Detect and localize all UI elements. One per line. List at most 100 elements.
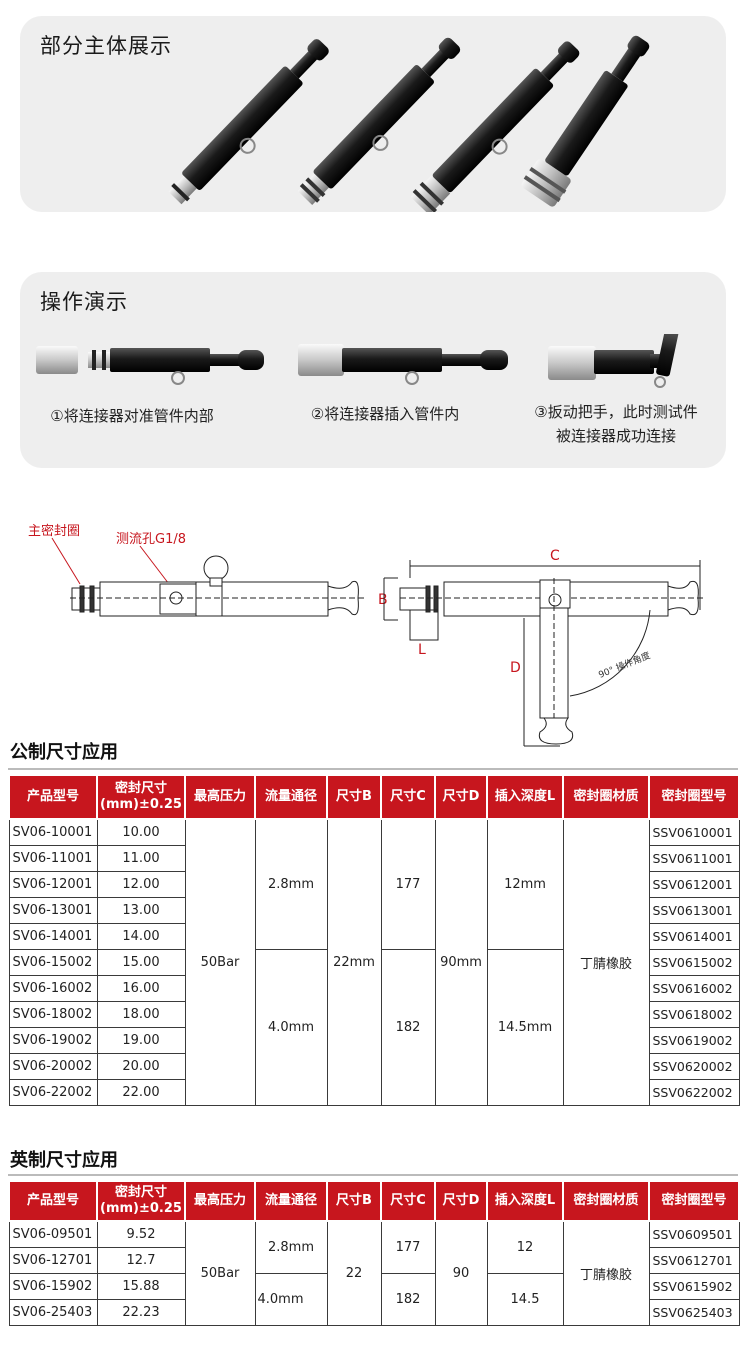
cell-size: 14.00	[96, 922, 186, 950]
table-row: SV06-09501 9.52 50Bar 2.8mm 22 177 90 12…	[8, 1220, 740, 1326]
header-seal-size-line2: (mm)±0.25	[100, 797, 182, 812]
showcase-title: 部分主体展示	[40, 34, 172, 58]
cell-material: 丁腈橡胶	[562, 1220, 650, 1326]
angle-label: 90° 操作角度	[597, 649, 652, 681]
cell-dim-c: 177	[380, 1220, 436, 1274]
demo-step-3-line1: ③扳动把手，此时测试件	[534, 403, 698, 421]
dimension-b-label: B	[378, 592, 388, 608]
header-dim-c: 尺寸C	[380, 1180, 436, 1222]
connector-photo-2	[297, 37, 461, 205]
demo-step-3-line2: 被连接器成功连接	[555, 427, 676, 445]
cell-seal: SSV0618002	[648, 1000, 740, 1028]
cell-seal: SSV0620002	[648, 1052, 740, 1080]
cell-seal: SSV0613001	[648, 896, 740, 924]
cell-seal: SSV0612001	[648, 870, 740, 898]
cell-model: SV06-10001	[8, 818, 98, 846]
cell-flow: 2.8mm	[254, 818, 328, 950]
header-dim-d: 尺寸D	[434, 1180, 488, 1222]
header-depth: 插入深度L	[486, 774, 564, 820]
header-material: 密封圈材质	[562, 1180, 650, 1222]
header-pressure: 最高压力	[184, 774, 256, 820]
cell-depth: 12mm	[486, 818, 564, 950]
table-row: SV06-15902 15.88 4.0mm 182 14.5 SSV06159…	[8, 1272, 740, 1326]
cell-model: SV06-13001	[8, 896, 98, 924]
cell-dim-c: 177	[380, 818, 436, 950]
cell-dim-d: 90mm	[434, 818, 488, 1106]
cell-model: SV06-12001	[8, 870, 98, 898]
demo-step-1: ①将连接器对准管件内部	[32, 404, 232, 428]
header-seal-model: 密封圈型号	[648, 1180, 740, 1222]
flow-hole-label: 测流孔G1/8	[116, 532, 186, 547]
cell-flow: 4.0mm	[254, 1272, 328, 1326]
header-seal-size-line1: 密封尺寸	[114, 781, 167, 796]
cell-depth: 14.5mm	[486, 948, 564, 1106]
header-pressure: 最高压力	[184, 1180, 256, 1222]
cell-size: 12.7	[96, 1246, 186, 1274]
cell-size: 13.00	[96, 896, 186, 924]
cell-seal: SSV0610001	[648, 818, 740, 846]
demo-photo-1	[36, 346, 264, 385]
dimension-d-label: D	[510, 660, 521, 676]
cell-seal: SSV0619002	[648, 1026, 740, 1054]
cell-size: 19.00	[96, 1026, 186, 1054]
header-flow: 流量通径	[254, 1180, 328, 1222]
cell-size: 16.00	[96, 974, 186, 1002]
cell-model: SV06-16002	[8, 974, 98, 1002]
imperial-section-title: 英制尺寸应用	[10, 1150, 118, 1171]
cell-material: 丁腈橡胶	[562, 818, 650, 1106]
cell-size: 15.88	[96, 1272, 186, 1300]
connector-photo-4	[521, 35, 650, 207]
table-row: SV06-15002 15.00 4.0mm 182 14.5mm SSV061…	[8, 948, 740, 1106]
cell-model: SV06-15002	[8, 948, 98, 976]
header-seal-size: 密封尺寸(mm)±0.25	[96, 1180, 186, 1222]
header-seal-size: 密封尺寸(mm)±0.25	[96, 774, 186, 820]
cell-dim-d: 90	[434, 1220, 488, 1326]
metric-title-rule	[8, 768, 738, 770]
cell-model: SV06-22002	[8, 1078, 98, 1106]
cell-size: 22.00	[96, 1078, 186, 1106]
demo-title: 操作演示	[40, 290, 128, 314]
cell-seal: SSV0615002	[648, 948, 740, 976]
cell-seal: SSV0615902	[648, 1272, 740, 1300]
imperial-header-row: 产品型号 密封尺寸(mm)±0.25 最高压力 流量通径 尺寸B 尺寸C 尺寸D…	[8, 1180, 740, 1222]
header-model: 产品型号	[8, 1180, 98, 1222]
cell-flow: 2.8mm	[254, 1220, 328, 1274]
operation-demo-panel: 操作演示	[20, 272, 726, 468]
header-seal-size-line1: 密封尺寸	[114, 1185, 167, 1200]
cell-size: 12.00	[96, 870, 186, 898]
header-seal-model: 密封圈型号	[648, 774, 740, 820]
dimension-c-label: C	[550, 548, 560, 564]
connector-photos	[168, 35, 650, 212]
cell-dim-b: 22	[326, 1220, 382, 1326]
table-row: SV06-10001 10.00 50Bar 2.8mm 22mm 177 90…	[8, 818, 740, 1106]
cell-seal: SSV0625403	[648, 1298, 740, 1326]
header-dim-b: 尺寸B	[326, 1180, 382, 1222]
demo-photos	[36, 334, 679, 388]
cell-size: 22.23	[96, 1298, 186, 1326]
cell-model: SV06-19002	[8, 1026, 98, 1054]
cell-size: 11.00	[96, 844, 186, 872]
cell-model: SV06-18002	[8, 1000, 98, 1028]
cell-dim-c: 182	[380, 948, 436, 1106]
cell-model: SV06-11001	[8, 844, 98, 872]
header-seal-size-line2: (mm)±0.25	[100, 1201, 182, 1216]
cell-model: SV06-09501	[8, 1220, 98, 1248]
cell-size: 18.00	[96, 1000, 186, 1028]
cell-size: 10.00	[96, 818, 186, 846]
header-model: 产品型号	[8, 774, 98, 820]
cell-model: SV06-25403	[8, 1298, 98, 1326]
metric-spec-table: 产品型号 密封尺寸(mm)±0.25 最高压力 流量通径 尺寸B 尺寸C 尺寸D…	[8, 774, 740, 1106]
cell-seal: SSV0614001	[648, 922, 740, 950]
cell-seal: SSV0622002	[648, 1078, 740, 1106]
demo-step-2-text: ②将连接器插入管件内	[310, 405, 460, 423]
technical-drawing: 90° 操作角度	[51, 537, 706, 747]
cell-model: SV06-12701	[8, 1246, 98, 1274]
main-seal-label: 主密封圈	[28, 524, 81, 539]
cell-flow: 4.0mm	[254, 948, 328, 1106]
imperial-title-rule	[8, 1174, 738, 1176]
